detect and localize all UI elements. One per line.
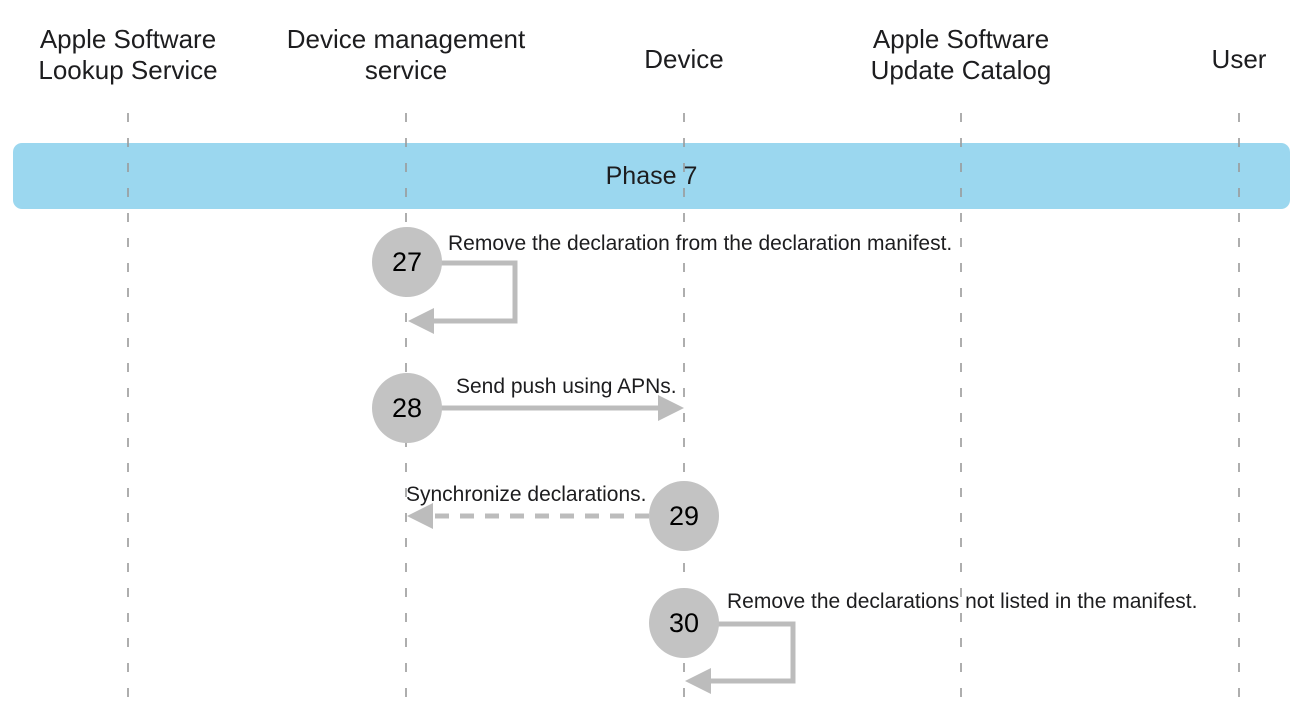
step-30-self-loop-arrow xyxy=(685,621,796,694)
step-28-arrowhead xyxy=(658,395,684,421)
phase-banner: Phase 7 xyxy=(13,143,1290,209)
step-badge-30-number: 30 xyxy=(668,607,700,638)
step-28-arrow xyxy=(441,395,684,421)
step-29-message-label: Synchronize declarations. xyxy=(406,483,647,506)
lane-header-user: User xyxy=(1211,44,1267,74)
lane-header-apple-software-lookup-service: Apple Software Lookup Service xyxy=(38,24,218,85)
step-badge-30: 30 xyxy=(649,588,719,658)
lane-header-device: Device xyxy=(644,44,724,74)
step-30-arrowhead xyxy=(685,668,711,694)
step-badge-29-number: 29 xyxy=(668,500,700,531)
step-badge-28: 28 xyxy=(372,373,442,443)
step-badge-27: 27 xyxy=(372,227,442,297)
step-badge-28-number: 28 xyxy=(391,392,423,423)
lane-header-apple-software-update-catalog: Apple Software Update Catalog xyxy=(870,24,1052,85)
step-29-arrowhead xyxy=(407,503,433,529)
step-27-self-loop-arrow xyxy=(408,260,518,334)
step-badge-27-number: 27 xyxy=(391,246,423,277)
phase-banner-label: Phase 7 xyxy=(605,161,698,190)
step-badge-29: 29 xyxy=(649,481,719,551)
step-29-arrow xyxy=(407,503,649,529)
step-28-message-label: Send push using APNs. xyxy=(456,375,677,398)
step-27-arrowhead xyxy=(408,308,434,334)
lane-header-device-management-service: Device management service xyxy=(286,24,526,85)
step-30-message-label: Remove the declarations not listed in th… xyxy=(727,590,1198,613)
step-27-message-label: Remove the declaration from the declarat… xyxy=(448,232,953,255)
